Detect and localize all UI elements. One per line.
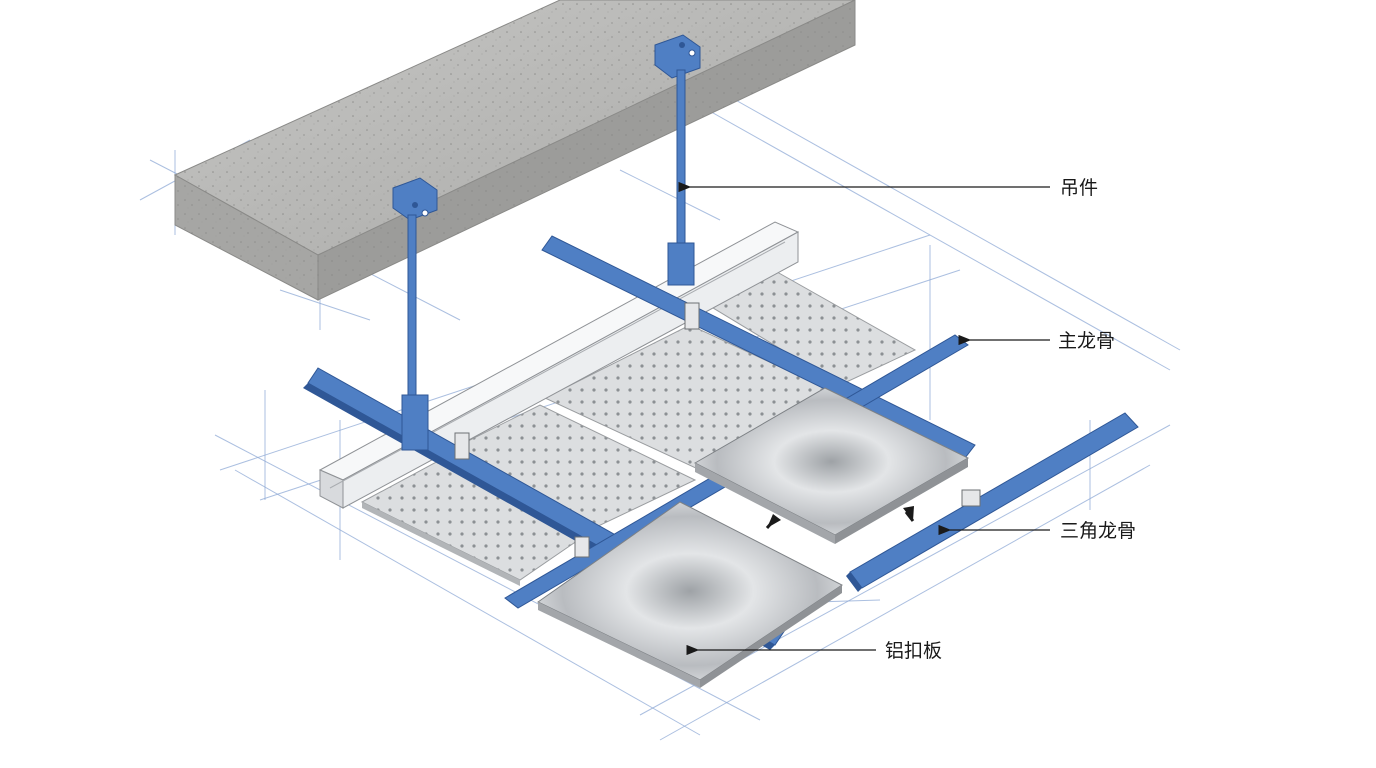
install-direction-arrows — [765, 506, 915, 529]
leader-lines — [678, 181, 1050, 656]
hanger-left — [392, 177, 438, 451]
aluminum-panels — [537, 387, 970, 688]
label-triangle-keel: 三角龙骨 — [1060, 520, 1136, 542]
hanger-right — [654, 34, 701, 286]
label-aluminum-panel: 铝扣板 — [885, 640, 942, 662]
label-hanger: 吊件 — [1060, 177, 1098, 199]
label-main-keel: 主龙骨 — [1058, 330, 1115, 352]
keel-clips — [454, 302, 981, 558]
